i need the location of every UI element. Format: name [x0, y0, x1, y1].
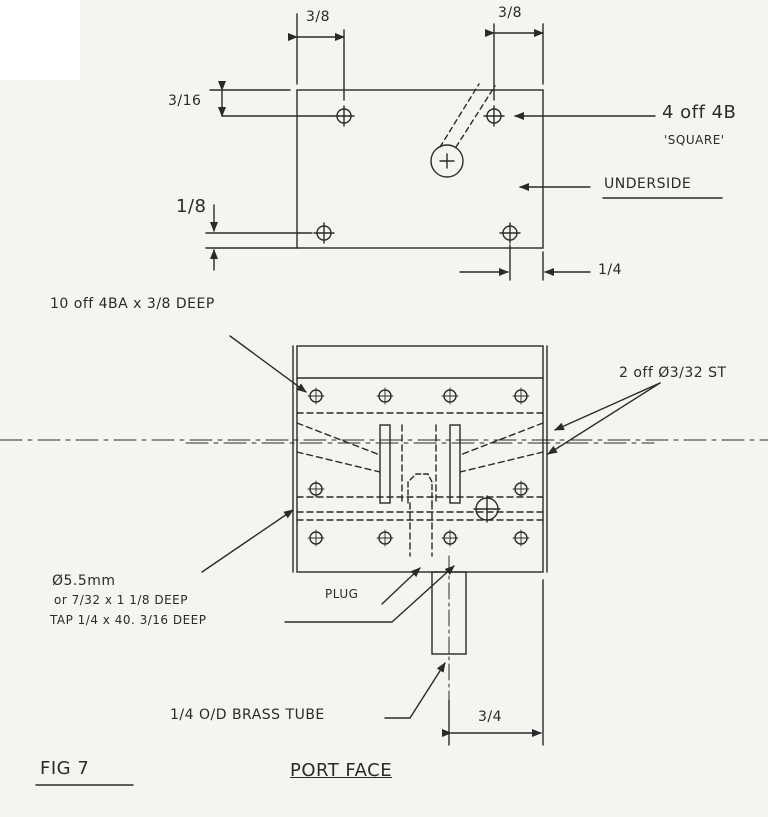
- note-bore-imperial: or 7/32 x 1 1/8 DEEP: [54, 593, 188, 607]
- dim-tube-offset: 3/4: [478, 709, 503, 725]
- dim-left-hole-offset: 3/8: [306, 9, 331, 25]
- port-slot-right: [449, 424, 461, 504]
- dim-right-small-offset: 1/4: [598, 262, 623, 278]
- scan-margin: [0, 0, 80, 80]
- dim-bottom-hole-offset: 1/8: [176, 196, 207, 217]
- underside-hole-br: [499, 222, 521, 244]
- note-tapped-holes: 10 off 4BA x 3/8 DEEP: [50, 296, 215, 312]
- note-square: 'SQUARE': [664, 133, 725, 147]
- dim-right-hole-offset: 3/8: [498, 5, 523, 21]
- port-face-outline: [296, 345, 544, 573]
- underside-port-hole: [430, 144, 464, 178]
- port-face-view: [0, 335, 768, 786]
- note-underside: UNDERSIDE: [604, 176, 692, 192]
- note-brass-tube: 1/4 O/D BRASS TUBE: [170, 707, 325, 723]
- port-slot-left: [379, 424, 391, 504]
- note-studs: 2 off Ø3/32 ST: [619, 365, 727, 381]
- dim-top-hole-offset: 3/16: [168, 93, 202, 109]
- note-bore-metric: Ø5.5mm: [52, 573, 116, 589]
- underside-view: [205, 13, 723, 281]
- underside-outline: [296, 89, 544, 249]
- underside-hole-tr: [483, 105, 505, 127]
- note-tap: TAP 1/4 x 40. 3/16 DEEP: [50, 613, 207, 627]
- note-plug: PLUG: [325, 587, 359, 601]
- view-title: PORT FACE: [290, 760, 393, 781]
- fig-label: FIG 7: [40, 758, 90, 779]
- underside-hole-tl: [333, 105, 355, 127]
- note-holes-count: 4 off 4B: [662, 102, 737, 123]
- underside-hole-bl: [313, 222, 335, 244]
